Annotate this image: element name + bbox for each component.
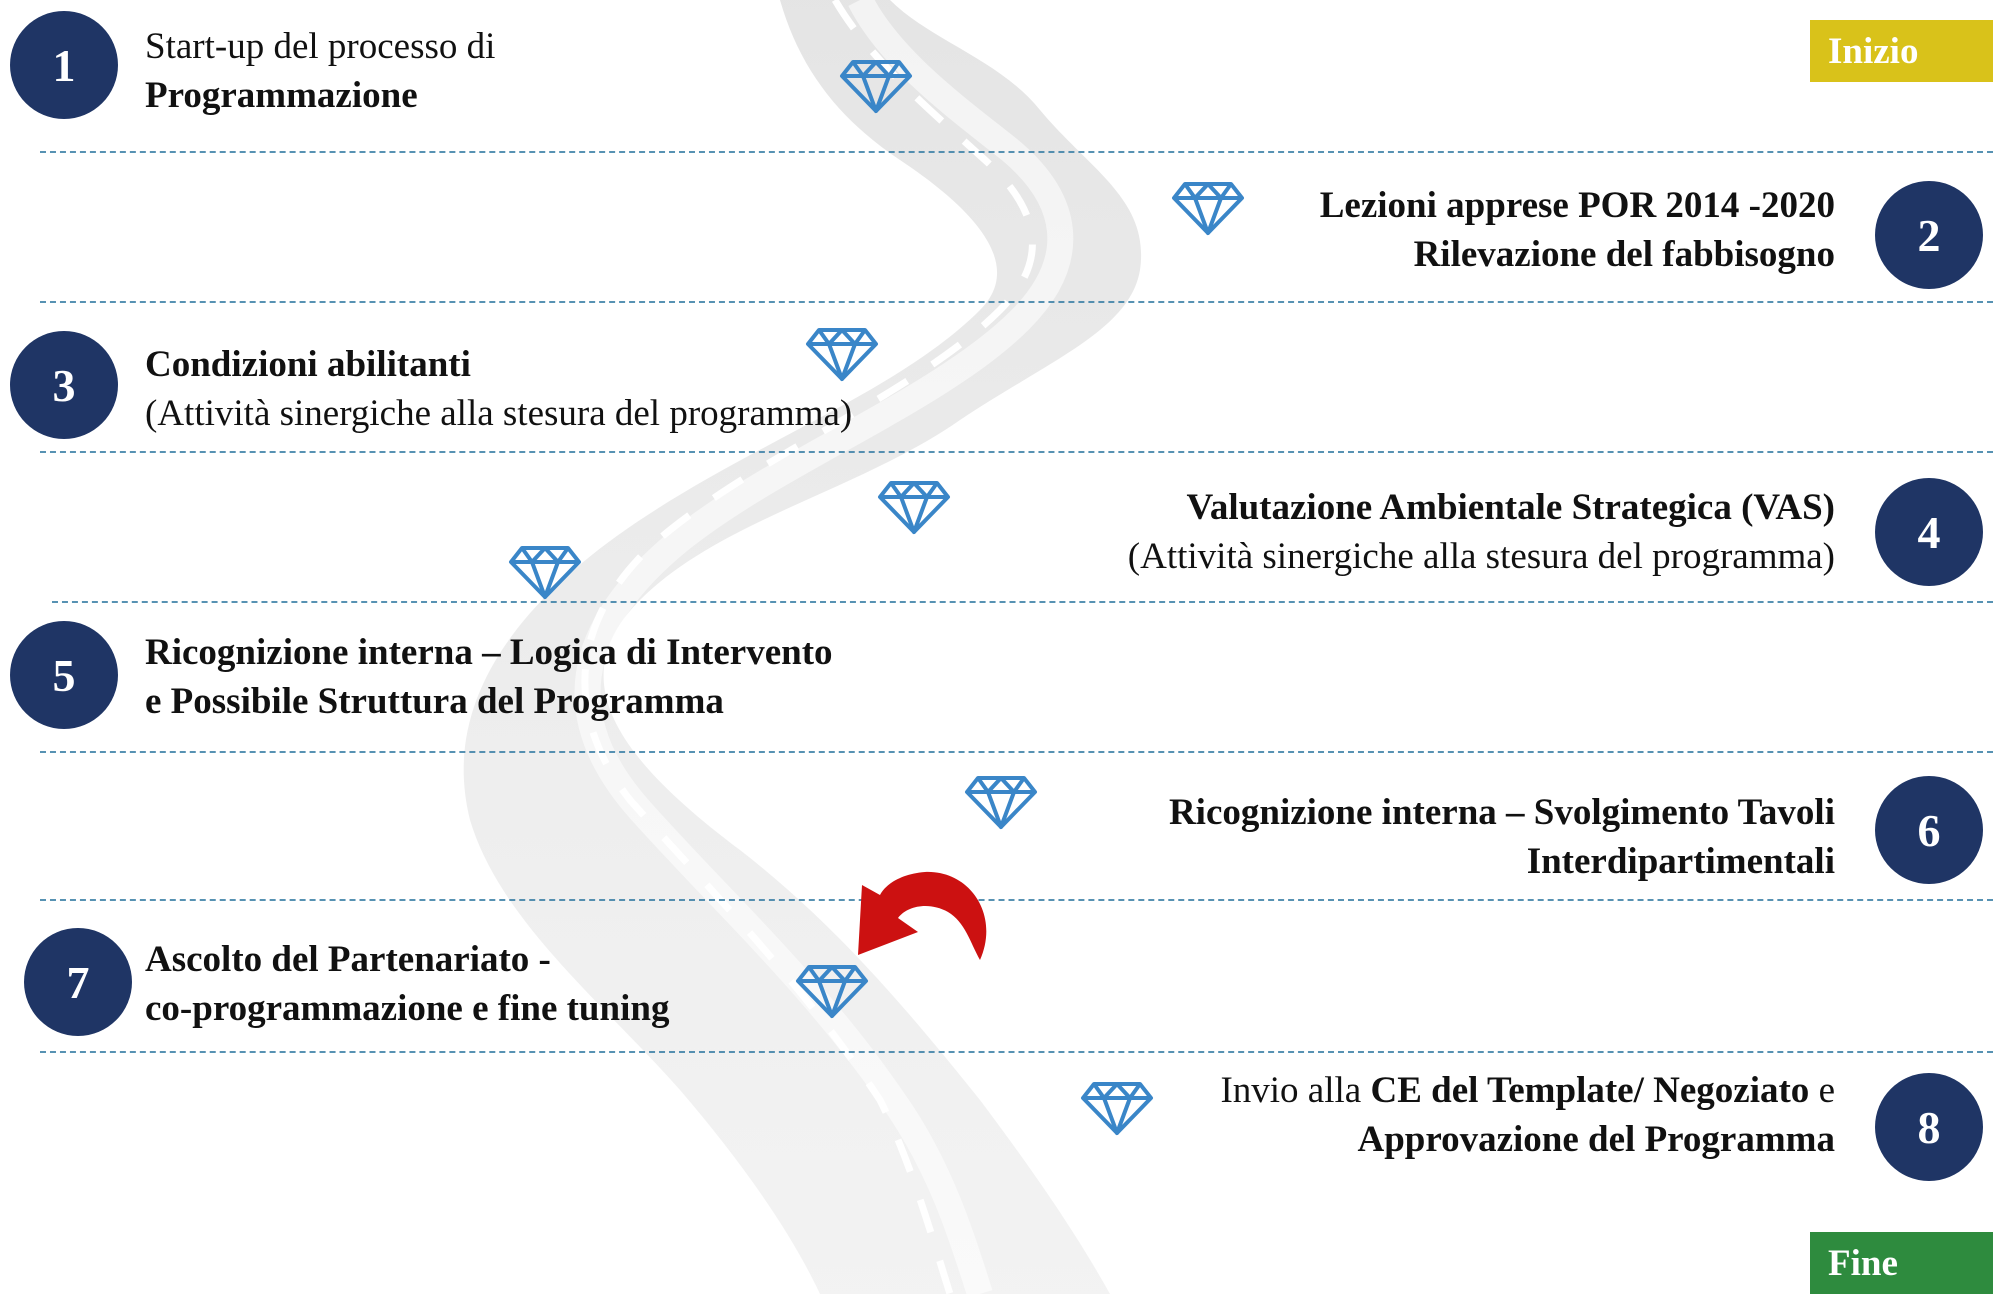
row-divider: [40, 751, 1993, 753]
step-8-line-1: Invio alla CE del Template/ Negoziato e: [1220, 1066, 1835, 1115]
step-6-text: Ricognizione interna – Svolgimento Tavol…: [1169, 788, 1835, 886]
step-number-circle: 6: [1875, 776, 1983, 884]
row-divider: [40, 451, 1993, 453]
step-2-line-1: Lezioni apprese POR 2014 -2020: [1319, 185, 1835, 226]
row-divider: [40, 301, 1993, 303]
step-1-line-2: Programmazione: [145, 75, 418, 116]
step-3-line-1: Condizioni abilitanti: [145, 344, 471, 385]
step-number-circle: 7: [24, 928, 132, 1036]
step-number-circle: 4: [1875, 478, 1983, 586]
step-8-line-2: Approvazione del Programma: [1357, 1119, 1835, 1160]
step-6-line-2: Interdipartimentali: [1526, 841, 1835, 882]
step-4-line-2: (Attività sinergiche alla stesura del pr…: [1127, 536, 1835, 577]
step-number-circle: 3: [10, 331, 118, 439]
curved-arrow-icon: [858, 871, 987, 960]
road-surface: [463, 0, 1142, 1294]
start-badge: Inizio: [1810, 20, 1993, 82]
step-number-circle: 5: [10, 621, 118, 729]
row-divider: [40, 151, 1993, 153]
diamond-icon: [796, 965, 868, 1018]
step-4-text: Valutazione Ambientale Strategica (VAS) …: [1128, 483, 1835, 581]
step-8-line-1-a: Invio alla: [1220, 1070, 1371, 1111]
step-3-text: Condizioni abilitanti (Attività sinergic…: [145, 340, 852, 438]
step-1-line-1: Start-up del processo di: [145, 26, 496, 67]
step-5-line-2: e Possibile Struttura del Programma: [145, 681, 724, 722]
diamond-icon: [840, 60, 912, 113]
step-7-line-1: Ascolto del Partenariato -: [145, 939, 551, 980]
step-5-text: Ricognizione interna – Logica di Interve…: [145, 628, 833, 726]
step-8-line-1-b: CE del Template/ Negoziato: [1370, 1070, 1810, 1111]
diamond-icon: [1172, 182, 1244, 235]
step-8-line-1-c: e: [1809, 1070, 1835, 1111]
diamond-icon: [806, 328, 878, 381]
diamond-icon: [878, 481, 950, 534]
step-1-text: Start-up del processo di Programmazione: [145, 22, 495, 120]
step-4-line-1: Valutazione Ambientale Strategica (VAS): [1186, 487, 1836, 528]
step-2-text: Lezioni apprese POR 2014 -2020 Rilevazio…: [1320, 181, 1835, 279]
step-7-text: Ascolto del Partenariato - co-programmaz…: [145, 935, 669, 1033]
diamond-icon: [965, 776, 1037, 829]
step-5-line-1: Ricognizione interna – Logica di Interve…: [145, 632, 833, 673]
step-number-circle: 8: [1875, 1073, 1983, 1181]
step-number-circle: 1: [10, 11, 118, 119]
step-3-line-2: (Attività sinergiche alla stesura del pr…: [145, 393, 853, 434]
step-7-line-2: co-programmazione e fine tuning: [145, 988, 670, 1029]
end-badge: Fine: [1810, 1232, 1993, 1294]
diamond-icon: [1081, 1082, 1153, 1135]
road-edge: [574, 0, 1074, 1294]
step-number-circle: 2: [1875, 181, 1983, 289]
row-divider: [40, 899, 1993, 901]
row-divider: [52, 601, 1993, 603]
diamond-icon: [509, 546, 581, 599]
step-8-text: Invio alla CE del Template/ Negoziato e …: [1220, 1066, 1835, 1164]
row-divider: [40, 1051, 1993, 1053]
step-6-line-1: Ricognizione interna – Svolgimento Tavol…: [1168, 792, 1835, 833]
step-2-line-2: Rilevazione del fabbisogno: [1413, 234, 1835, 275]
